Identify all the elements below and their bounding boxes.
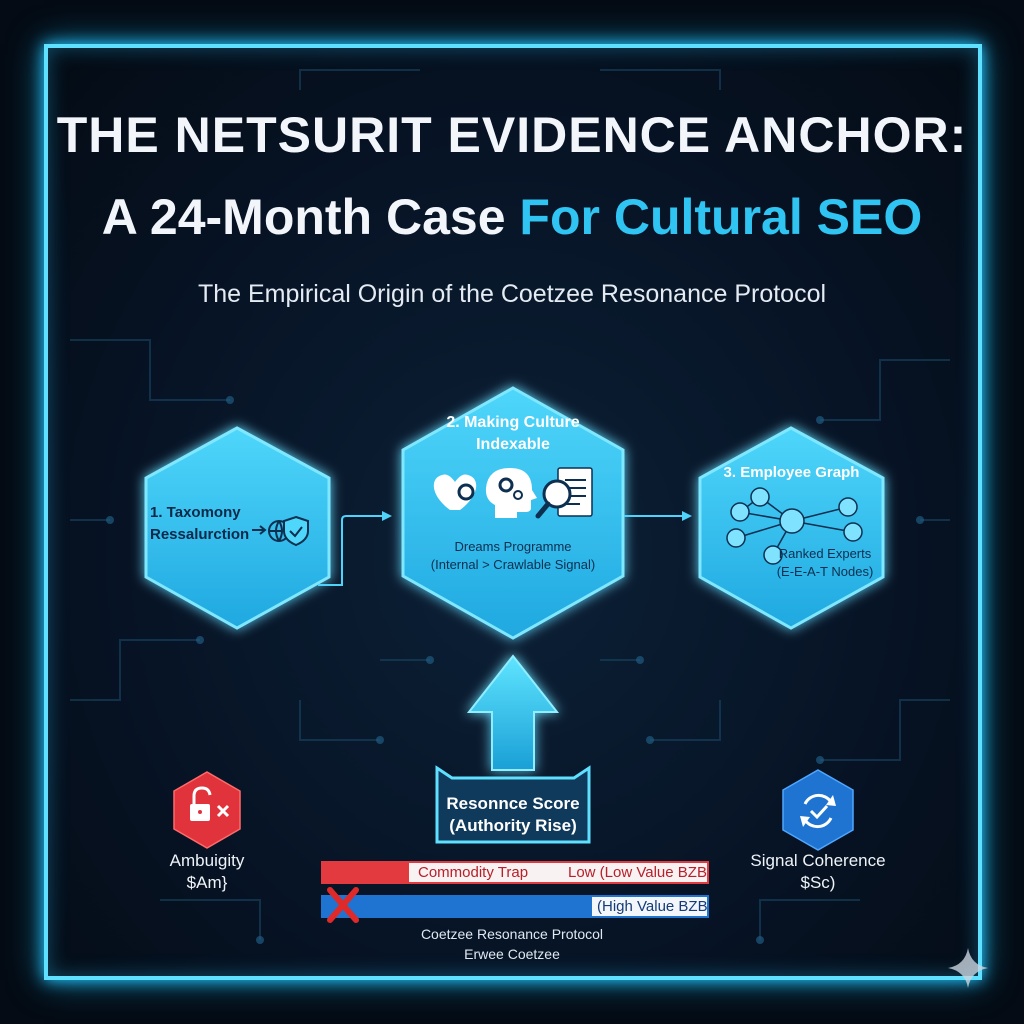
refresh-check-icon bbox=[800, 793, 836, 829]
score-label-line1: Resonnce Score bbox=[446, 794, 580, 813]
head-gears-icon bbox=[485, 468, 537, 518]
step3-note: Ranked Experts (E-E-A-T Nodes) bbox=[770, 545, 880, 581]
title-highlight: For Cultural SEO bbox=[519, 189, 923, 245]
commodity-trap-bar-inner bbox=[409, 863, 707, 882]
cross-mark-icon bbox=[327, 887, 359, 923]
footer-protocol: Coetzee Resonance Protocol bbox=[420, 926, 604, 942]
score-box bbox=[435, 765, 591, 844]
ambiguity-symbol: $Am} bbox=[186, 873, 228, 892]
main-title-line1: THE NETSURIT EVIDENCE ANCHOR: bbox=[56, 107, 968, 163]
step2-label: 2. Making Culture Indexable bbox=[403, 412, 623, 456]
high-value-bar-inner bbox=[592, 897, 707, 916]
step3-note-line1: Ranked Experts bbox=[778, 546, 872, 561]
ambiguity-caption: Ambuigity $Am} bbox=[137, 850, 277, 894]
signal-coherence-symbol: $Sc) bbox=[800, 873, 836, 892]
step3-label: 3. Employee Graph bbox=[700, 463, 883, 483]
commodity-trap-label: Commodity Trap bbox=[418, 864, 529, 881]
step3-label-line1: 3. Employee Graph bbox=[723, 464, 860, 481]
title-prefix: A 24-Month Case bbox=[101, 189, 520, 245]
magnifier-document-icon bbox=[535, 467, 593, 519]
sparkle-icon bbox=[948, 948, 988, 988]
signal-coherence-caption: Signal Coherence $Sc) bbox=[738, 850, 898, 894]
connector-1-2 bbox=[318, 515, 382, 586]
ambiguity-label: Ambuigity bbox=[169, 851, 245, 870]
unlock-x-icon bbox=[190, 786, 230, 821]
signal-coherence-label: Signal Coherence bbox=[750, 851, 886, 870]
step1-label-line2: Ressalurction bbox=[150, 526, 250, 543]
step1-label-line1: 1. Taxomony bbox=[150, 504, 241, 521]
score-label-line2: (Authority Rise) bbox=[449, 816, 577, 835]
signal-coherence-badge bbox=[782, 769, 854, 851]
footer-author: Erwee Coetzee bbox=[464, 946, 560, 962]
footer: Coetzee Resonance Protocol Erwee Coetzee bbox=[362, 924, 662, 964]
step2-label-line2: Indexable bbox=[476, 436, 550, 453]
score-label: Resonnce Score (Authority Rise) bbox=[437, 793, 589, 837]
high-value-label: (High Value BZB bbox=[597, 898, 708, 915]
step2-note-line1: Dreams Programme bbox=[454, 539, 572, 554]
shield-check-icon bbox=[252, 515, 309, 547]
step1-label: 1. Taxomony Ressalurction bbox=[150, 502, 280, 546]
subtitle: The Empirical Origin of the Coetzee Reso… bbox=[197, 280, 827, 308]
connector-1-2-arrowhead bbox=[382, 511, 392, 521]
authority-rise-arrow bbox=[466, 654, 560, 771]
network-graph-icon bbox=[726, 487, 863, 565]
step2-note: Dreams Programme (Internal > Crawlable S… bbox=[403, 538, 623, 574]
connector-2-3-arrowhead bbox=[682, 511, 692, 521]
heart-gear-icon bbox=[433, 474, 477, 510]
main-title-line2: A 24-Month Case For Cultural SEO bbox=[0, 188, 1024, 246]
step1-hexagon bbox=[144, 426, 331, 630]
low-value-label: Low (Low Value BZB bbox=[568, 864, 707, 881]
step2-label-line1: 2. Making Culture bbox=[446, 414, 580, 431]
step2-note-line2: (Internal > Crawlable Signal) bbox=[430, 557, 596, 572]
step3-note-line2: (E-E-A-T Nodes) bbox=[776, 564, 874, 579]
